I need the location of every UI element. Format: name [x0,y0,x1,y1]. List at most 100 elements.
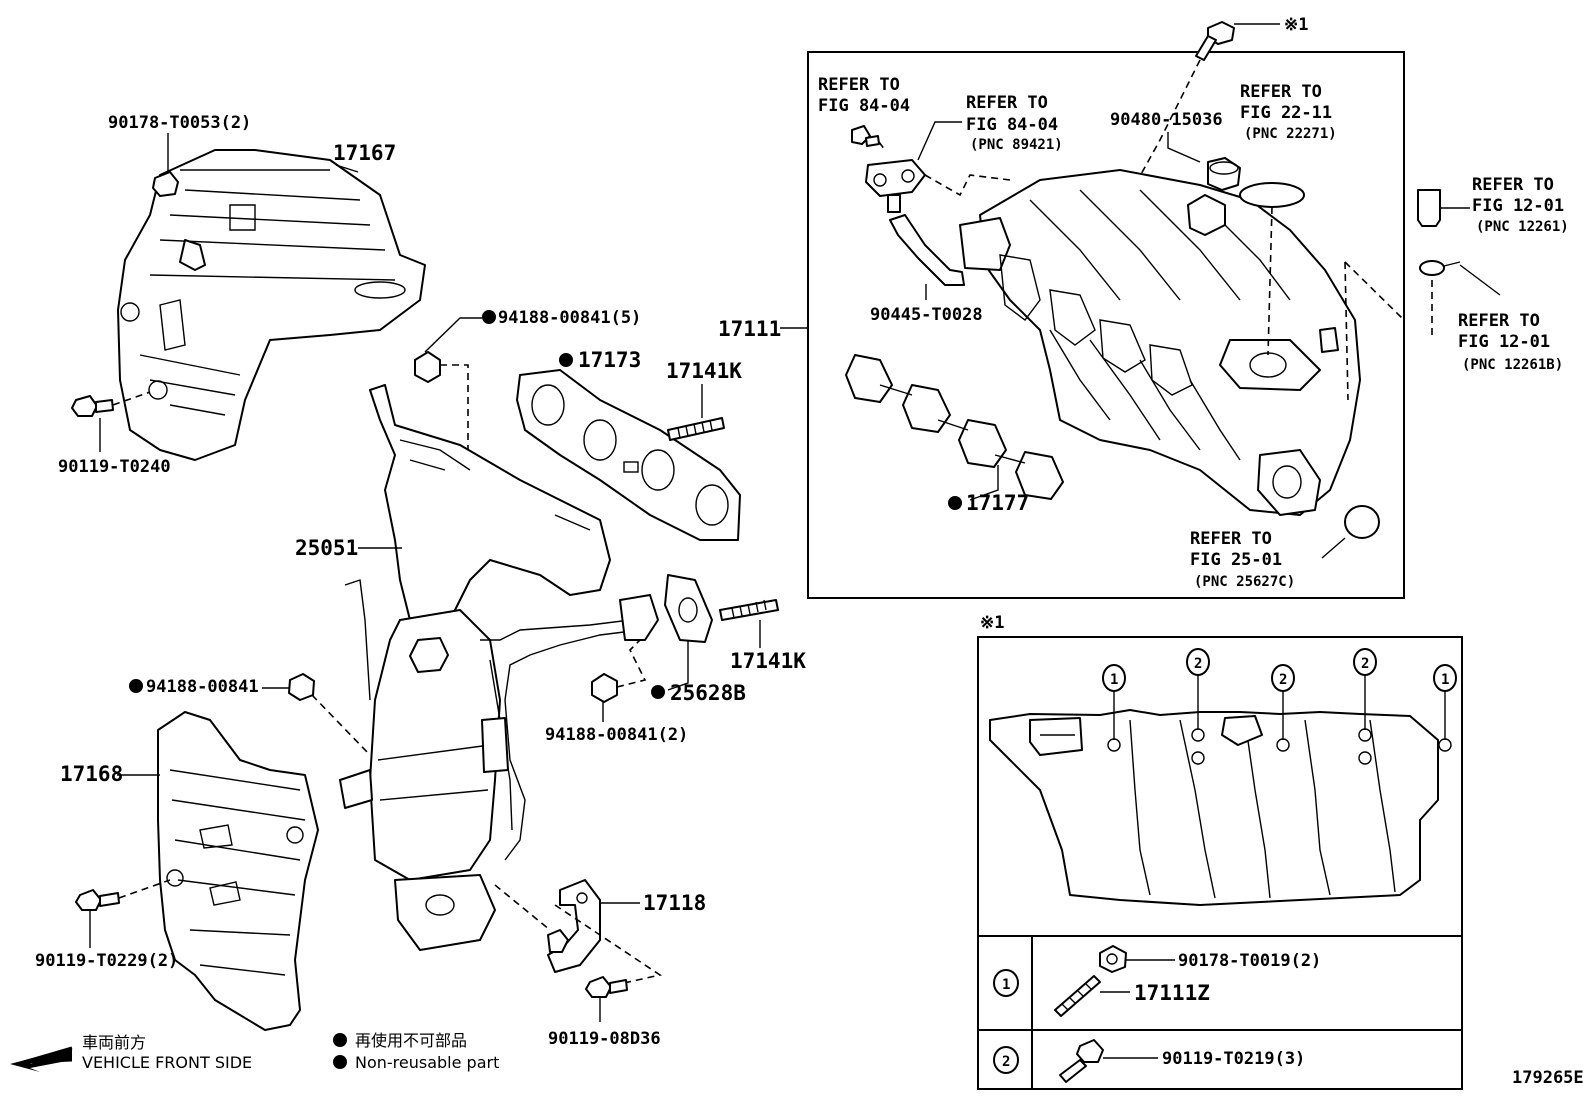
callout-1-left: 1 [1102,664,1126,740]
callout-2-c: 2 [1353,648,1377,730]
sensor-12261[interactable] [1417,189,1441,227]
row-1-callout: 1 [993,969,1019,997]
nut-94188-00841[interactable] [288,673,315,701]
ref-fig-84-04-a: FIG 84-04 [818,96,910,116]
heat-insulator-17167[interactable] [117,149,426,461]
svg-text:2: 2 [1002,1054,1010,1070]
label-90119-T0240: 90119-T0240 [58,457,171,477]
ref-fig-22-11: FIG 22-11 [1240,103,1332,123]
label-90119-08D36: 90119-08D36 [548,1029,661,1049]
nonreusable-en: Non-reusable part [355,1053,499,1072]
callout-1-right: 1 [1433,664,1457,740]
label-90178-T0053: 90178-T0053(2) [108,113,251,133]
label-17118: 17118 [643,891,706,915]
svg-text:2: 2 [1279,672,1287,688]
bolt-90119-08D36[interactable] [585,976,628,998]
ref-fig-12-01-a: FIG 12-01 [1472,196,1564,216]
ref-pnc-22271: (PNC 22271) [1244,126,1337,142]
stud-17141K-upper[interactable] [667,417,725,441]
ref-label: REFER TO [1240,82,1322,102]
nonreusable-dot [482,310,496,324]
row-2-callout: 2 [993,1046,1019,1074]
ref-fig-12-01-b: FIG 12-01 [1458,332,1550,352]
ref-label: REFER TO [818,75,900,95]
exhaust-manifold-25051[interactable] [339,384,659,951]
ref-pnc-89421: (PNC 89421) [970,137,1063,153]
ref-label: REFER TO [1458,311,1540,331]
svg-text:2: 2 [1194,656,1202,672]
gasket-25628B[interactable] [664,574,713,643]
vehicle-front-en: VEHICLE FRONT SIDE [82,1053,252,1072]
ref-fig-84-04-b: FIG 84-04 [966,115,1058,135]
gasket-17177[interactable] [845,354,1064,500]
ref-label: REFER TO [1190,529,1272,549]
label-25051: 25051 [295,536,358,560]
nut-94188-00841-2[interactable] [591,673,618,703]
nonreusable-legend-dot [333,1055,347,1069]
note-mark-detail: ※1 [980,613,1004,633]
label-17167: 17167 [333,141,396,165]
label-94188-00841-5: 94188-00841(5) [498,308,641,328]
label-90480-15036: 90480-15036 [1110,110,1223,130]
label-17141K-lower: 17141K [730,649,806,673]
nut-94188-00841-5[interactable] [414,351,441,383]
label-94188-00841-2: 94188-00841(2) [545,725,688,745]
label-17168: 17168 [60,762,123,786]
bolt-ref-84-04[interactable] [851,125,880,147]
label-90119-T0219: 90119-T0219(3) [1162,1049,1305,1069]
oring-12261B[interactable] [1419,260,1461,276]
intake-manifold-17111[interactable] [959,169,1361,516]
nut-90178-T0053[interactable] [152,171,179,197]
stud-17141K-lower[interactable] [719,599,779,621]
label-17173: 17173 [578,348,641,372]
intake-manifold-frame [807,51,1405,599]
nonreusable-dot [651,685,665,699]
note-mark-top: ※1 [1284,15,1308,35]
bolt-90119-T0219[interactable] [1059,1039,1104,1083]
ref-fig-25-01: FIG 25-01 [1190,550,1282,570]
label-17177: 17177 [966,491,1029,515]
svg-text:2: 2 [1361,656,1369,672]
ref-label: REFER TO [966,93,1048,113]
ref-pnc-12261B: (PNC 12261B) [1462,357,1563,373]
figure-id: 179265E [1512,1068,1584,1088]
bolt-90119-T0240[interactable] [71,395,114,417]
svg-text:1: 1 [1441,672,1449,688]
bolt-90119-T0229[interactable] [75,889,120,911]
vehicle-front-jp: 車両前方 [82,1033,146,1052]
label-17141K-upper: 17141K [666,359,742,383]
nut-90178-T0019[interactable] [1099,945,1127,973]
ref-label: REFER TO [1472,175,1554,195]
ref-pnc-12261: (PNC 12261) [1476,219,1569,235]
heat-insulator-17168[interactable] [157,711,319,1031]
bolt-note-1[interactable] [1195,21,1235,61]
callout-2-a: 2 [1186,648,1210,730]
gasket-25627C[interactable] [1344,505,1380,539]
nonreusable-dot [948,496,962,510]
nonreusable-dot [559,353,573,367]
label-90119-T0229: 90119-T0229(2) [35,951,178,971]
stud-17111Z[interactable] [1054,975,1101,1017]
vehicle-front-arrow-icon [10,1046,73,1072]
label-90445-T0028: 90445-T0028 [870,305,983,325]
label-17111Z: 17111Z [1134,981,1210,1005]
bracket-17118[interactable] [547,879,601,973]
plug-90480-15036[interactable] [1207,157,1241,191]
svg-text:1: 1 [1110,672,1118,688]
ref-pnc-25627C: (PNC 25627C) [1194,574,1295,590]
detail-frame [977,636,1463,1090]
nonreusable-dot [129,679,143,693]
label-90178-T0019: 90178-T0019(2) [1178,951,1321,971]
nonreusable-jp: 再使用不可部品 [355,1031,467,1050]
oring-22271[interactable] [1239,182,1305,208]
callout-2-b: 2 [1271,664,1295,740]
hose-90445-T0028[interactable] [889,214,965,286]
nonreusable-legend-dot [333,1033,347,1047]
svg-text:1: 1 [1002,977,1010,993]
label-25628B: 25628B [670,681,746,705]
intake-manifold-detail[interactable] [989,709,1452,906]
label-94188-00841: 94188-00841 [146,677,259,697]
sensor-89421[interactable] [865,159,926,213]
gasket-17173[interactable] [516,369,741,541]
